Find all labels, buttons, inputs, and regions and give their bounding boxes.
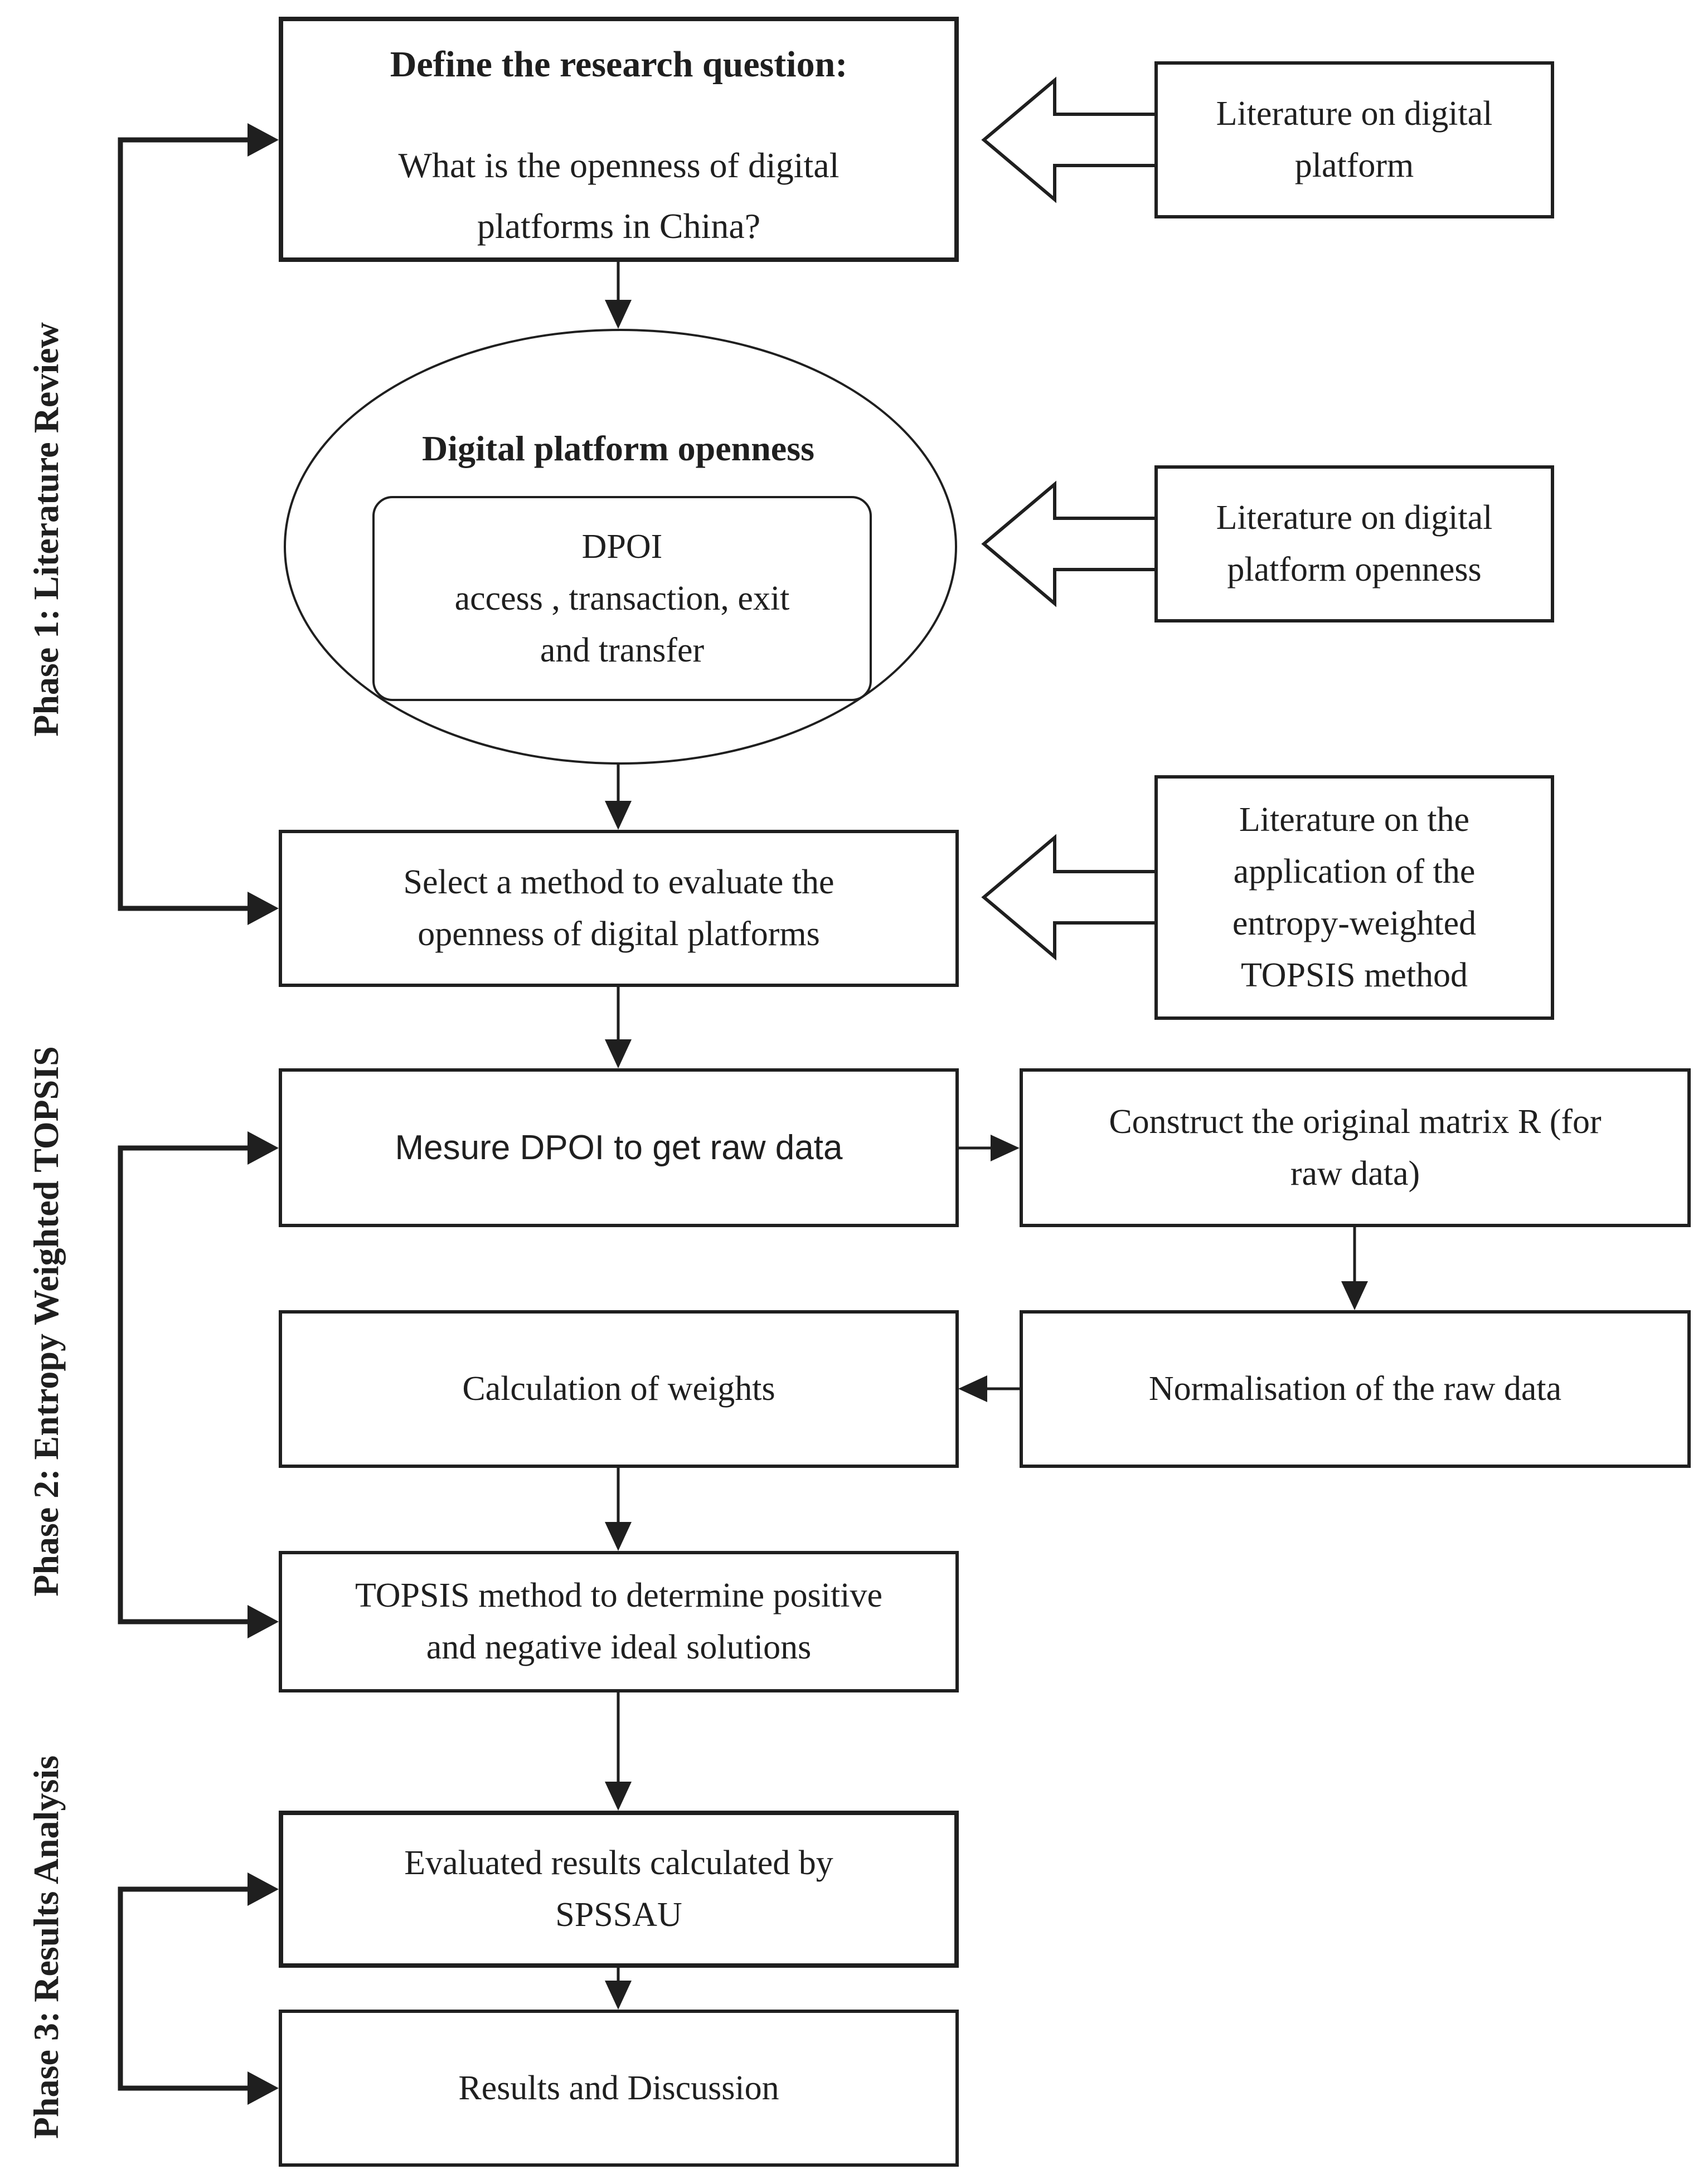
phase1-bracket	[118, 137, 248, 911]
select-method-line-2: openness of digital platforms	[418, 915, 820, 953]
normalisation-box: Normalisation of the raw data	[1020, 1310, 1691, 1468]
literature-3-line-2: application of the	[1233, 852, 1476, 891]
phase2-bracket	[118, 1145, 248, 1624]
select-method-box: Select a method to evaluate the openness…	[279, 830, 959, 987]
phase-3-label: Phase 3: Results Analysis	[26, 1755, 66, 2139]
digital-platform-openness-title: Digital platform openness	[422, 429, 814, 468]
dpoi-line-2: access , transaction, exit	[454, 579, 790, 617]
phase1-bracket-head-top	[248, 123, 279, 157]
calculation-of-weights-box: Calculation of weights	[279, 1310, 959, 1468]
phase2-bracket-head-bottom	[248, 1605, 279, 1638]
arrow-topsis-to-evaluated-head	[605, 1782, 632, 1811]
define-box-body: What is the openness of digital platform…	[399, 135, 840, 257]
dpoi-inner-box: DPOI access , transaction, exit and tran…	[372, 496, 872, 701]
literature-platform-openness-box: Literature on digital platform openness	[1154, 465, 1554, 622]
arrow-evaluated-to-results-head	[605, 1981, 632, 2010]
construct-matrix-box: Construct the original matrix R (for raw…	[1020, 1068, 1691, 1227]
arrow-openness-to-select-head	[605, 801, 632, 830]
arrow-normalisation-to-calculation-head	[958, 1375, 987, 1402]
arrow-construct-to-normalisation-head	[1341, 1281, 1368, 1310]
evaluated-results-line-2: SPSSAU	[555, 1896, 682, 1934]
calculation-of-weights-label: Calculation of weights	[462, 1370, 775, 1408]
mesure-dpoi-label: Mesure DPOI to get raw data	[395, 1129, 843, 1167]
results-discussion-label: Results and Discussion	[458, 2069, 779, 2107]
literature-2-line-2: platform openness	[1227, 551, 1482, 588]
topsis-line-2: and negative ideal solutions	[426, 1628, 812, 1666]
literature-3-line-1: Literature on the	[1239, 800, 1470, 839]
phase-1-label: Phase 1: Literature Review	[26, 322, 66, 737]
literature-3-line-4: TOPSIS method	[1240, 956, 1468, 994]
arrow-mesure-to-construct-head	[991, 1135, 1020, 1161]
phase3-bracket	[118, 1886, 248, 2091]
results-discussion-box: Results and Discussion	[279, 2010, 959, 2167]
phase-2-label: Phase 2: Entropy Weighted TOPSIS	[26, 1046, 66, 1597]
define-box-title: Define the research question:	[390, 44, 848, 85]
literature-2-line-1: Literature on digital	[1216, 499, 1493, 537]
block-arrow-left-icon	[981, 480, 1158, 607]
evaluated-results-box: Evaluated results calculated by SPSSAU	[279, 1811, 959, 1968]
dpoi-line-1: DPOI	[581, 527, 663, 566]
literature-3-line-3: entropy-weighted	[1232, 904, 1477, 942]
normalisation-label: Normalisation of the raw data	[1148, 1370, 1562, 1408]
evaluated-results-line-1: Evaluated results calculated by	[404, 1844, 833, 1882]
define-body-line-2: platforms in China?	[477, 206, 761, 246]
topsis-line-1: TOPSIS method to determine positive	[355, 1577, 882, 1614]
dpoi-line-3: and transfer	[540, 631, 705, 669]
block-arrow-left-icon	[981, 834, 1158, 961]
construct-matrix-line-1: Construct the original matrix R (for	[1109, 1102, 1602, 1141]
phase3-bracket-head-top	[248, 1872, 279, 1906]
select-method-line-1: Select a method to evaluate the	[403, 863, 834, 901]
literature-digital-platform-box: Literature on digital platform	[1154, 61, 1554, 218]
construct-matrix-line-2: raw data)	[1290, 1154, 1420, 1193]
phase3-bracket-head-bottom	[248, 2071, 279, 2105]
block-arrow-left-icon	[981, 76, 1158, 203]
arrow-define-to-openness-head	[605, 300, 632, 329]
literature-1-line-2: platform	[1294, 147, 1414, 184]
topsis-method-box: TOPSIS method to determine positive and …	[279, 1551, 959, 1692]
literature-1-line-1: Literature on digital	[1216, 95, 1493, 133]
phase2-bracket-head-top	[248, 1131, 279, 1165]
arrow-select-to-mesure-head	[605, 1039, 632, 1068]
mesure-dpoi-box: Mesure DPOI to get raw data	[279, 1068, 959, 1227]
define-research-question-box: Define the research question: What is th…	[279, 17, 959, 262]
define-body-line-1: What is the openness of digital	[398, 145, 840, 185]
literature-topsis-application-box: Literature on the application of the ent…	[1154, 775, 1554, 1020]
arrow-calculation-to-topsis-head	[605, 1522, 632, 1551]
phase1-bracket-head-bottom	[248, 892, 279, 925]
